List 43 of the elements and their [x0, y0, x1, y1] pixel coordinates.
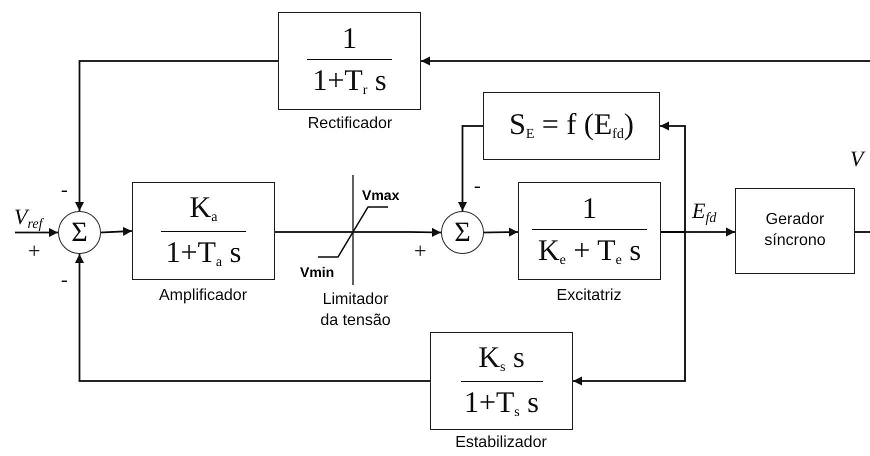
signal-arrow: [660, 122, 686, 233]
transfer-function-block: [430, 332, 573, 430]
transfer-function-block: [132, 182, 275, 280]
signal-arrow: [15, 228, 58, 237]
sign-label: +: [414, 240, 426, 262]
block-title: Gerador síncrono: [763, 210, 827, 251]
sign-label: +: [28, 240, 40, 262]
sign-label: -: [61, 180, 68, 200]
block-caption: Amplificador: [158, 286, 248, 306]
numerator: K$_{s}$ s: [478, 342, 525, 376]
signal-arrow: [100, 226, 132, 236]
signal-label: V$_{ref}$: [14, 206, 42, 232]
block-caption: Excitatriz: [556, 286, 622, 306]
transfer-function-block: [278, 12, 421, 110]
denominator: 1+T$_{a}$ s: [166, 236, 242, 270]
signal-arrow: [421, 56, 870, 66]
numerator: 1: [342, 22, 357, 54]
signal-arrow: [573, 231, 686, 386]
numerator: 1: [582, 192, 597, 224]
signal-label: V: [850, 148, 864, 170]
sign-label: -: [61, 270, 68, 290]
limit-label: Vmax: [362, 188, 400, 202]
transfer-function-block: [483, 92, 660, 160]
transfer-function-block: [518, 182, 661, 280]
numerator: K$_{a}$: [190, 192, 218, 226]
summing-junction: Σ: [58, 211, 101, 254]
denominator: K$_{e}$ + T$_{e}$ s: [538, 235, 641, 270]
signal-label: E$_{fd}$: [692, 200, 716, 226]
signal-arrow: [484, 228, 518, 237]
block-caption: Limitador da tensão: [319, 290, 392, 331]
denominator: 1+T$_{s}$ s: [464, 386, 539, 420]
sign-label: -: [474, 176, 481, 196]
denominator: 1+T$_{r}$ s: [312, 65, 387, 100]
signal-arrow: [75, 60, 278, 211]
signal-arrow: [458, 125, 483, 211]
limit-label: Vmin: [300, 265, 334, 279]
signal-arrow: [410, 228, 442, 237]
function-formula: S$_{E}$ = f (E$_{fd}$): [509, 109, 634, 143]
block-caption: Estabilizador: [454, 433, 548, 453]
signal-arrow: [75, 254, 430, 382]
block-caption: Rectificador: [306, 114, 394, 134]
summing-junction: Σ: [441, 211, 484, 254]
generator-block: [735, 188, 855, 274]
